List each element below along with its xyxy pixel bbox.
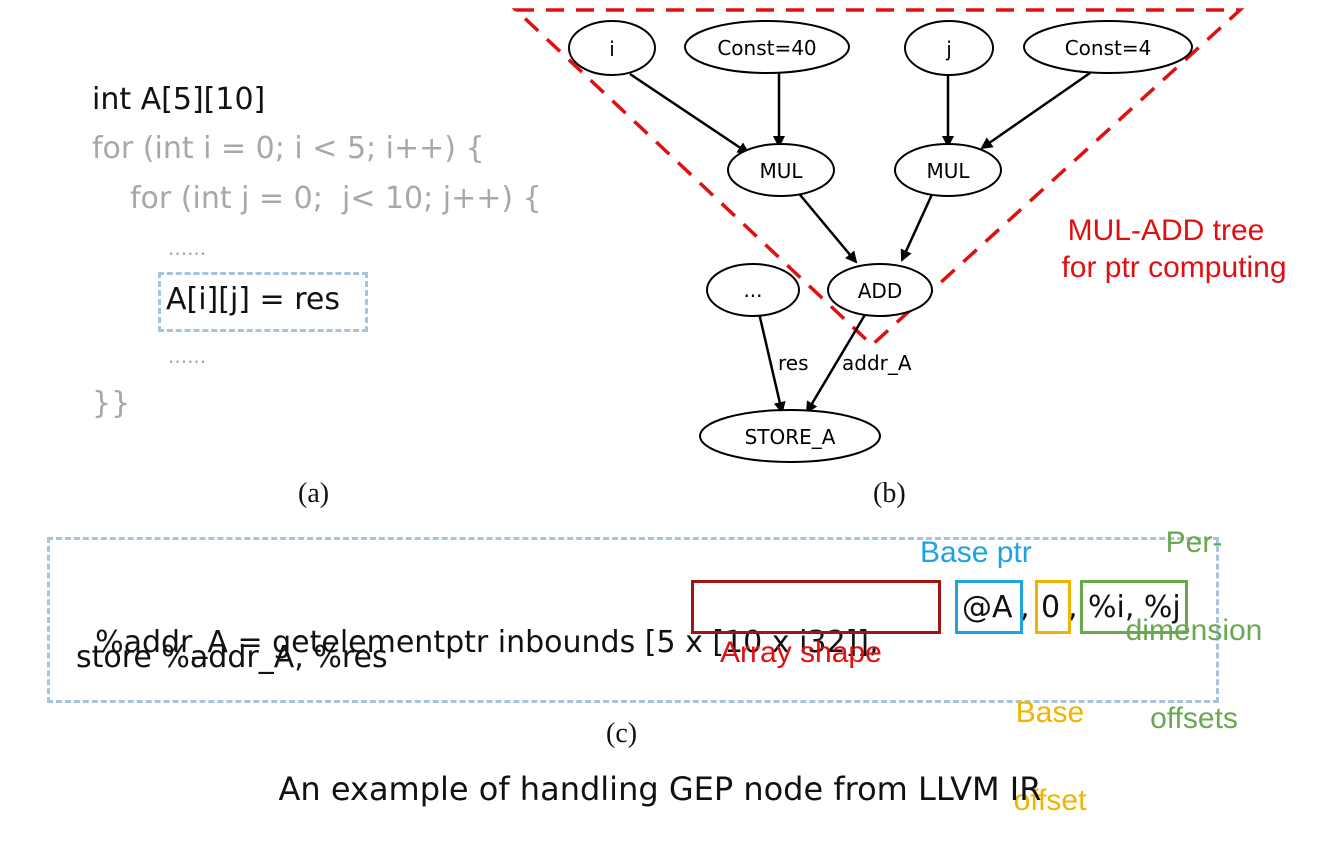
- svg-text:MUL: MUL: [759, 159, 803, 183]
- code-line-outer-loop: for (int i = 0; i < 5; i++) {: [92, 131, 485, 166]
- edge-mul2-add: [900, 189, 936, 262]
- mul-add-tree-triangle: [511, 8, 1245, 348]
- edge-label-addr-a: addr_A: [842, 351, 912, 375]
- edge-mul1-add: [795, 189, 858, 264]
- edge-ellipsis-store: [757, 312, 786, 414]
- ir-comma-1: ,: [869, 625, 879, 660]
- svg-text:Const=40: Const=40: [717, 36, 816, 60]
- svg-text:i: i: [609, 37, 615, 61]
- annotation-per-dimension-offsets: Per- dimension offsets: [1125, 526, 1263, 735]
- node-const-40: Const=40: [684, 20, 850, 74]
- ir-base-ptr: @A: [962, 590, 1013, 625]
- ir-line-store: store %addr_A, %res: [76, 640, 388, 675]
- caption-a: (a): [298, 478, 330, 509]
- code-ellipsis-top: ......: [168, 236, 207, 260]
- base-offset-box: [1035, 580, 1071, 634]
- caption-b: (b): [873, 478, 906, 509]
- edge-label-res: res: [778, 351, 809, 375]
- ir-comma-2: ,: [1020, 590, 1030, 625]
- node-store-a: STORE_A: [699, 409, 881, 463]
- tree-label-line2: for ptr computing: [1061, 251, 1286, 284]
- code-ellipsis-bottom: ......: [168, 344, 207, 368]
- annotation-base-offset: Base offset: [1013, 696, 1087, 817]
- node-mul-2: MUL: [894, 143, 1002, 197]
- ir-offsets: %i, %j: [1088, 590, 1181, 625]
- svg-text:ADD: ADD: [858, 279, 902, 303]
- edge-add-store: [805, 312, 868, 414]
- code-line-close: }}: [92, 386, 131, 421]
- dataflow-graph: i Const=40 j Const=4 MUL MUL ... ADD STO…: [511, 8, 1287, 463]
- base-ptr-box: [955, 580, 1023, 634]
- ir-line-gep: %addr_A = getelementptr inbounds [5 x [1…: [76, 590, 879, 660]
- edge-i-mul1: [629, 72, 750, 155]
- svg-text:j: j: [945, 37, 952, 61]
- ir-dashed-frame: [47, 537, 1219, 703]
- svg-text:Const=4: Const=4: [1065, 36, 1152, 60]
- highlight-box-assignment: [158, 272, 368, 332]
- tree-label-line1: MUL-ADD tree: [1068, 214, 1265, 247]
- svg-text:MUL: MUL: [926, 159, 970, 183]
- node-ellipsis: ...: [706, 263, 800, 317]
- offsets-box: [1080, 580, 1188, 634]
- ir-base-offset: 0: [1041, 590, 1061, 625]
- node-j: j: [904, 20, 994, 76]
- svg-text:STORE_A: STORE_A: [745, 425, 836, 449]
- caption-c: (c): [606, 718, 638, 749]
- ir-gep-prefix: %addr_A = getelementptr inbounds: [95, 625, 645, 660]
- code-line-inner-loop: for (int j = 0; j< 10; j++) {: [130, 181, 542, 216]
- annotation-base-ptr: Base ptr: [920, 536, 1032, 569]
- annotation-array-shape: Array shape: [720, 636, 882, 669]
- node-i: i: [568, 20, 656, 76]
- array-shape-box: [691, 580, 941, 634]
- code-line-assignment: A[i][j] = res: [166, 282, 340, 317]
- code-line-decl: int A[5][10]: [92, 82, 266, 117]
- node-add: ADD: [827, 263, 933, 317]
- node-const-4: Const=4: [1023, 20, 1193, 74]
- edge-const4-mul2: [980, 71, 1091, 150]
- svg-text:...: ...: [743, 278, 762, 302]
- ir-comma-3: ,: [1068, 590, 1078, 625]
- figure-title: An example of handling GEP node from LLV…: [278, 770, 1042, 808]
- node-mul-1: MUL: [727, 143, 835, 197]
